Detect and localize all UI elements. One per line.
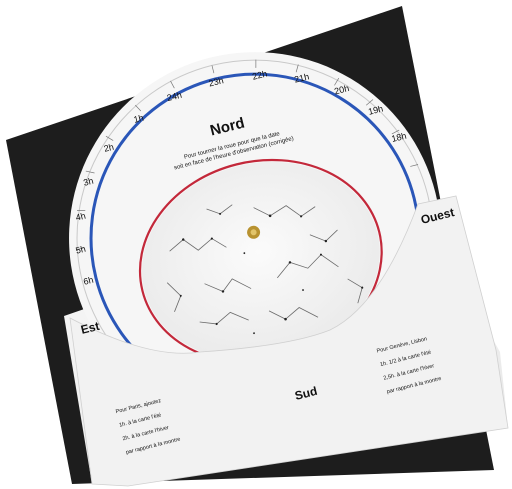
sleeve-flap bbox=[69, 195, 509, 487]
hour-label: 22h bbox=[251, 68, 268, 81]
constellations bbox=[166, 204, 363, 325]
hour-label: 4h bbox=[75, 211, 87, 223]
hour-label: 3h bbox=[82, 176, 94, 188]
east-label: Est bbox=[79, 319, 101, 337]
hour-label: 23h bbox=[208, 75, 225, 88]
hour-label: 18h bbox=[390, 131, 407, 144]
south-label: Sud bbox=[293, 384, 318, 403]
hour-label: 1h bbox=[133, 113, 145, 125]
star-field bbox=[142, 161, 380, 361]
hour-label: 21h bbox=[293, 71, 310, 84]
hour-label: 24h bbox=[166, 90, 183, 103]
hour-label: 6h bbox=[82, 275, 94, 287]
hour-label: 19h bbox=[367, 103, 384, 116]
hour-label: 5h bbox=[75, 244, 87, 256]
hour-label: 20h bbox=[333, 83, 350, 96]
hour-label: 2h bbox=[103, 142, 115, 154]
stars bbox=[179, 212, 364, 335]
